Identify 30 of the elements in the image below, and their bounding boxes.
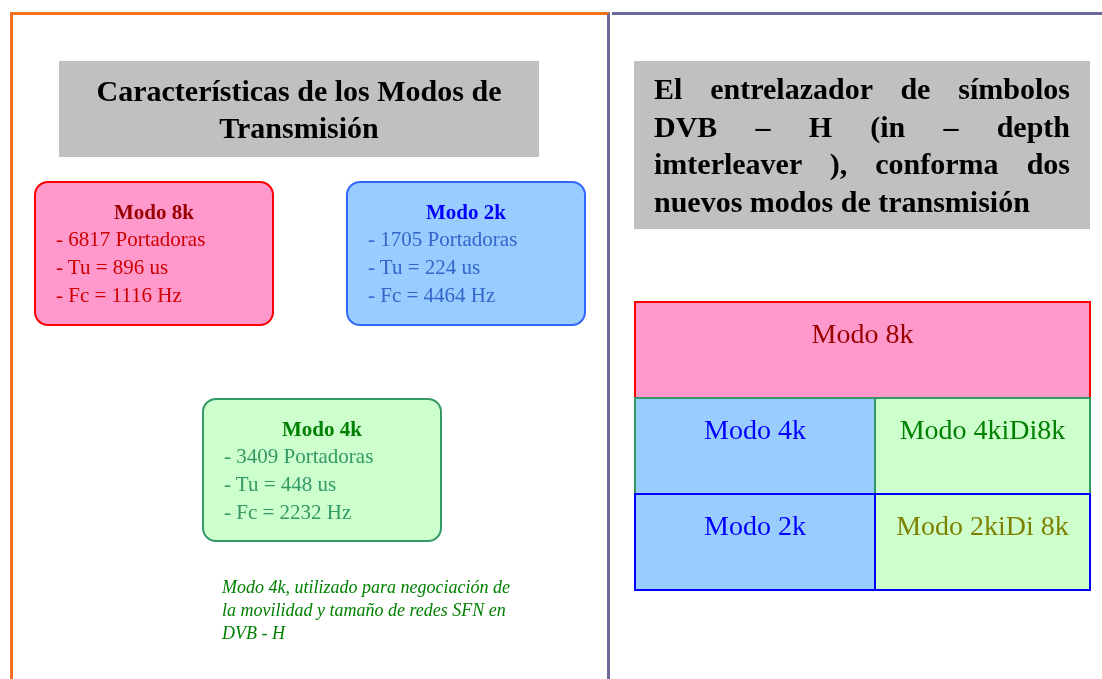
- cell-text: Modo 2k: [703, 509, 807, 543]
- heading-box: [634, 61, 1090, 229]
- table-cell: [634, 301, 1091, 399]
- card-title: Modo 4k: [281, 416, 363, 442]
- list-item: - Tu = 896 us: [56, 254, 170, 281]
- note-text: Modo 4k, utilizado para negociación de la movilidad y tamaño de redes SFN en DVB - H: [222, 576, 511, 645]
- table-cell: [874, 493, 1091, 591]
- table-cell: [874, 397, 1091, 495]
- mode-card: [202, 398, 442, 542]
- table-cell: [634, 493, 876, 591]
- heading-text: El entrelazador de símbolos DVB – H (in – depth imterleaver ), conforma dos nuevos modos de transmisión: [654, 71, 1070, 220]
- cell-text: Modo 2kiDi 8k: [895, 509, 1070, 543]
- list-item: - Fc = 4464 Hz: [368, 282, 497, 309]
- cell-text: Modo 8k: [810, 317, 915, 351]
- heading-text: Características de los Modos de Transmisión: [95, 72, 503, 146]
- list-item: - Tu = 448 us: [224, 471, 338, 498]
- list-item: - Fc = 1116 Hz: [56, 282, 183, 309]
- mode-card: [346, 181, 586, 326]
- list-item: - 6817 Portadoras: [56, 226, 207, 253]
- card-title: Modo 8k: [113, 199, 195, 225]
- list-item: - 3409 Portadoras: [224, 443, 375, 470]
- mode-card: [34, 181, 274, 326]
- card-title: Modo 2k: [425, 199, 507, 225]
- list-item: - 1705 Portadoras: [368, 226, 519, 253]
- cell-text: Modo 4kiDi8k: [898, 413, 1067, 447]
- heading-box: [59, 61, 539, 157]
- cell-text: Modo 4k: [703, 413, 807, 447]
- table-cell: [634, 397, 876, 495]
- list-item: - Tu = 224 us: [368, 254, 482, 281]
- list-item: - Fc = 2232 Hz: [224, 499, 353, 526]
